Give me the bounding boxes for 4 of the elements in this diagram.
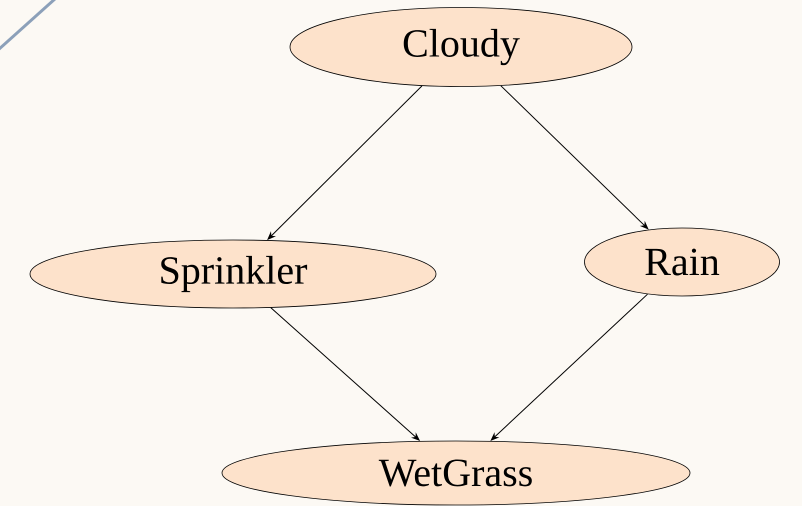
ellipse-node: Cloudy: [290, 7, 632, 87]
ellipse-node: Sprinkler: [30, 240, 436, 308]
ellipse-node: WetGrass: [222, 440, 690, 506]
ellipse-node: Rain: [584, 228, 780, 296]
